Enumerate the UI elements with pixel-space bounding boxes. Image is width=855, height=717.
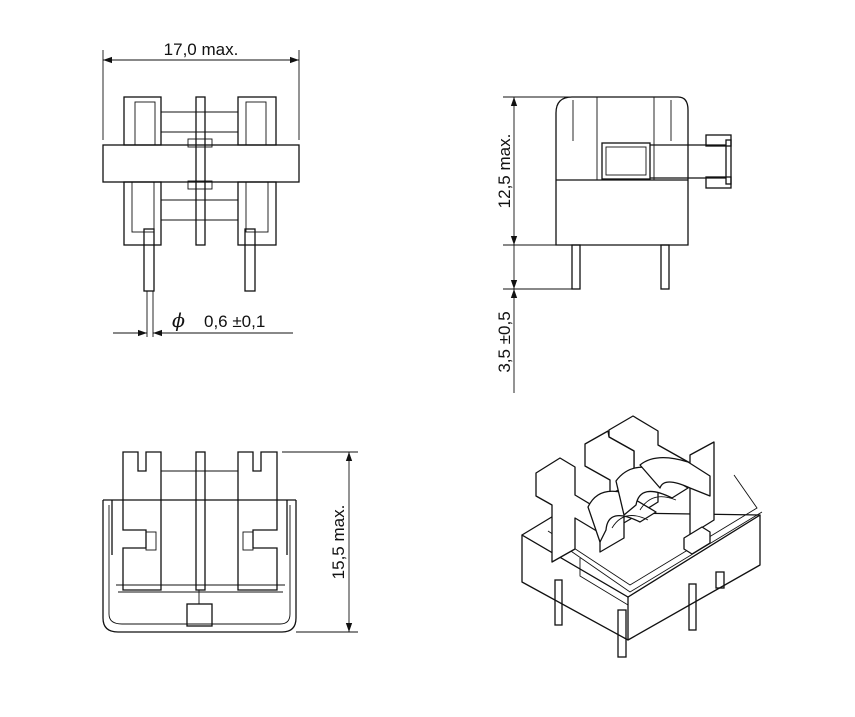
isometric-view	[521, 415, 763, 658]
front-view	[102, 50, 300, 337]
height-max-label: 12,5 max.	[495, 134, 514, 209]
depth-max-label: 15,5 max.	[329, 505, 348, 580]
pin-diameter-label: 0,6 ±0,1	[204, 312, 265, 331]
side-view	[503, 96, 732, 393]
diameter-symbol: ϕ	[172, 310, 185, 332]
pin-length-label: 3,5 ±0,5	[495, 311, 514, 372]
top-view	[102, 451, 358, 633]
width-max-label: 17,0 max.	[164, 40, 239, 59]
